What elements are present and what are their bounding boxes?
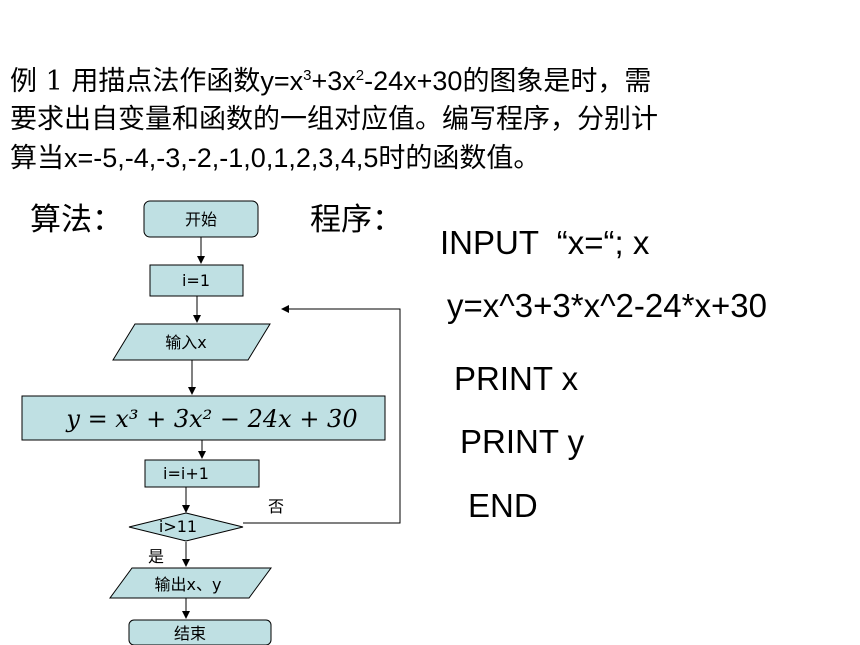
- problem-statement: 例 1 用描点法作函数y=x3+3x2-24x+30的图象是时，需 要求出自变量…: [10, 62, 840, 178]
- output-label: 输出x、y: [155, 575, 222, 594]
- end-terminal: [128, 619, 272, 645]
- init-label: i=1: [182, 271, 210, 290]
- function-expression: y=x3+3x2-24x+30: [260, 66, 463, 96]
- yes-label: 是: [148, 547, 164, 566]
- problem-line-1: 例 1 用描点法作函数y=x3+3x2-24x+30的图象是时，需: [10, 66, 652, 97]
- end-label: 结束: [174, 624, 206, 643]
- formula-box: [21, 395, 386, 441]
- program-heading: 程序：: [310, 202, 403, 238]
- no-label: 否: [268, 497, 284, 516]
- start-label: 开始: [185, 210, 217, 229]
- input-parallelogram: [112, 323, 271, 361]
- condition-diamond: [128, 512, 244, 542]
- program-line-end: END: [468, 487, 538, 524]
- increment-label: i=i+1: [163, 464, 209, 483]
- loop-back-arrow: [243, 305, 401, 524]
- input-label: 输入x: [165, 333, 206, 352]
- problem-line-2: 要求出自变量和函数的一组对应值。编写程序，分别计: [10, 104, 658, 135]
- program-line-input: INPUT “x=“; x: [440, 224, 650, 261]
- start-terminal: [143, 200, 259, 238]
- program-line-formula: y=x^3+3*x^2-24*x+30: [447, 287, 767, 324]
- condition-label: i>11: [159, 517, 197, 536]
- init-box: [149, 264, 244, 297]
- problem-line-3: 算当x=-5,-4,-3,-2,-1,0,1,2,3,4,5时的函数值。: [10, 143, 541, 174]
- formula-label: y = x³ + 3x² − 24x + 30: [65, 405, 357, 433]
- output-parallelogram: [109, 567, 272, 599]
- algorithm-heading: 算法：: [30, 202, 123, 238]
- program-line-print-x: PRINT x: [454, 360, 579, 397]
- increment-box: [144, 459, 260, 488]
- program-line-print-y: PRINT y: [460, 423, 585, 460]
